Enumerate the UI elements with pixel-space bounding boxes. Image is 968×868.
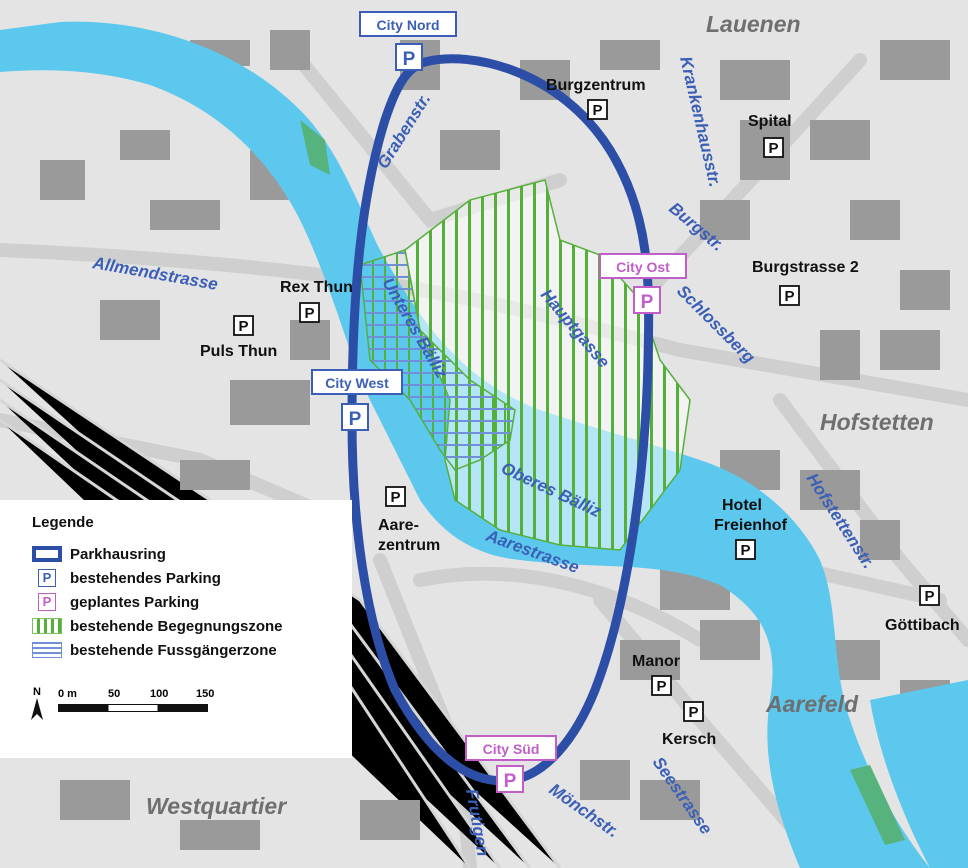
ring-swatch [32, 546, 62, 562]
park-strip [850, 765, 905, 845]
scale-bar-graphic [58, 704, 208, 712]
hub-city-west-label: City West [325, 375, 389, 391]
parking-aarezentrum[interactable]: P Aare- zentrum [378, 486, 440, 554]
district-hofstetten: Hofstetten [820, 409, 934, 435]
parking-puls-thun-label: Puls Thun [200, 343, 277, 360]
fussgaenger-swatch [32, 642, 62, 658]
district-aarefeld: Aarefeld [765, 691, 859, 717]
parking-icon-letter: P [304, 305, 314, 322]
scale-label-150: 150 [196, 688, 215, 700]
parkhausring [347, 54, 654, 786]
parking-icon-letter: P [592, 102, 602, 119]
parking-icon-letter: P [656, 678, 666, 695]
parking-burgzentrum-label: Burgzentrum [546, 77, 646, 94]
hub-city-sued-label: City Süd [483, 741, 540, 757]
parking-burgzentrum[interactable]: Burgzentrum P [546, 77, 646, 120]
parking-icon-letter: P [768, 140, 778, 157]
district-lauenen: Lauenen [706, 11, 801, 37]
parking-hotel-freienhof-label-2: Freienhof [714, 517, 788, 534]
parking-burgstrasse-2[interactable]: Burgstrasse 2 P [752, 259, 859, 306]
parking-aarezentrum-label-2: zentrum [378, 537, 440, 554]
legend-item-bestehendes-parking: P bestehendes Parking [32, 568, 221, 588]
parking-burgstrasse-2-label: Burgstrasse 2 [752, 259, 859, 276]
parking-puls-thun[interactable]: P Puls Thun [200, 315, 277, 360]
hub-city-nord-label: City Nord [377, 17, 440, 33]
legend-item-parkhausring: Parkhausring [32, 544, 166, 564]
legend-item-label: bestehende Begegnungszone [70, 617, 283, 635]
legend-item-fussgaengerzone: bestehende Fussgängerzone [32, 640, 277, 660]
parking-goettibach-label: Göttibach [885, 617, 960, 634]
parking-manor-label: Manor [632, 653, 680, 670]
lake-thunersee [870, 680, 968, 868]
hub-city-sued[interactable]: City Süd P [465, 735, 557, 793]
parking-icon-letter: P [688, 704, 698, 721]
parking-icon-letter: P [784, 288, 794, 305]
parking-hotel-freienhof[interactable]: Hotel Freienhof P [714, 497, 788, 560]
parking-icon-letter: P [740, 542, 750, 559]
parking-goettibach[interactable]: P Göttibach [885, 585, 960, 634]
parking-icon-letter: P [349, 409, 362, 430]
parking-manor[interactable]: Manor P [632, 653, 680, 696]
park-patch [300, 120, 330, 175]
legend-item-label: bestehendes Parking [70, 569, 221, 587]
parking-rex-thun-label: Rex Thun [280, 279, 353, 296]
legend-item-label: geplantes Parking [70, 593, 200, 611]
parking-hotel-freienhof-label-1: Hotel [722, 497, 762, 514]
parking-spital[interactable]: Spital P [748, 113, 792, 158]
north-arrow: N [30, 686, 44, 723]
parking-icon [633, 286, 661, 314]
parking-kersch-label: Kersch [662, 731, 716, 748]
parking-icon-letter: P [641, 292, 654, 313]
parking-icon-letter: P [403, 49, 416, 70]
parking-icon [496, 765, 524, 793]
parking-planned-icon: P [38, 593, 56, 611]
hub-city-nord[interactable]: City Nord P [359, 11, 457, 71]
hub-city-west[interactable]: City West P [311, 369, 403, 431]
legend-item-label: Parkhausring [70, 545, 166, 563]
parking-icon [341, 403, 369, 431]
scale-label-50: 50 [108, 688, 121, 700]
hub-city-ost-label: City Ost [616, 259, 670, 275]
parking-icon [395, 43, 423, 71]
parking-aarezentrum-label-1: Aare- [378, 517, 419, 534]
legend-item-label: bestehende Fussgängerzone [70, 641, 277, 659]
north-arrow-icon [31, 698, 43, 720]
legend-item-geplantes-parking: P geplantes Parking [32, 592, 199, 612]
north-label: N [33, 686, 41, 698]
scale-bar: 0 m 50 100 150 [58, 688, 218, 712]
legend-item-begegnungszone: bestehende Begegnungszone [32, 616, 283, 636]
parking-icon-letter: P [924, 588, 934, 605]
parking-rex-thun[interactable]: Rex Thun P [280, 279, 353, 323]
parking-spital-label: Spital [748, 113, 792, 130]
parking-kersch[interactable]: P Kersch [662, 701, 716, 748]
scale-label-100: 100 [150, 688, 169, 700]
legend-title: Legende [32, 514, 94, 531]
fussgaengerzone [359, 249, 516, 471]
parking-existing-icon: P [38, 569, 56, 587]
parking-icon-letter: P [390, 489, 400, 506]
hub-city-ost[interactable]: City Ost P [599, 253, 687, 314]
district-westquartier: Westquartier [146, 793, 287, 819]
scale-label-0: 0 m [58, 688, 77, 700]
map-legend: Legende Parkhausring P bestehendes Parki… [0, 500, 352, 758]
parking-icon-letter: P [238, 318, 248, 335]
parking-icon-letter: P [504, 771, 517, 792]
zone-swatch [32, 618, 62, 634]
